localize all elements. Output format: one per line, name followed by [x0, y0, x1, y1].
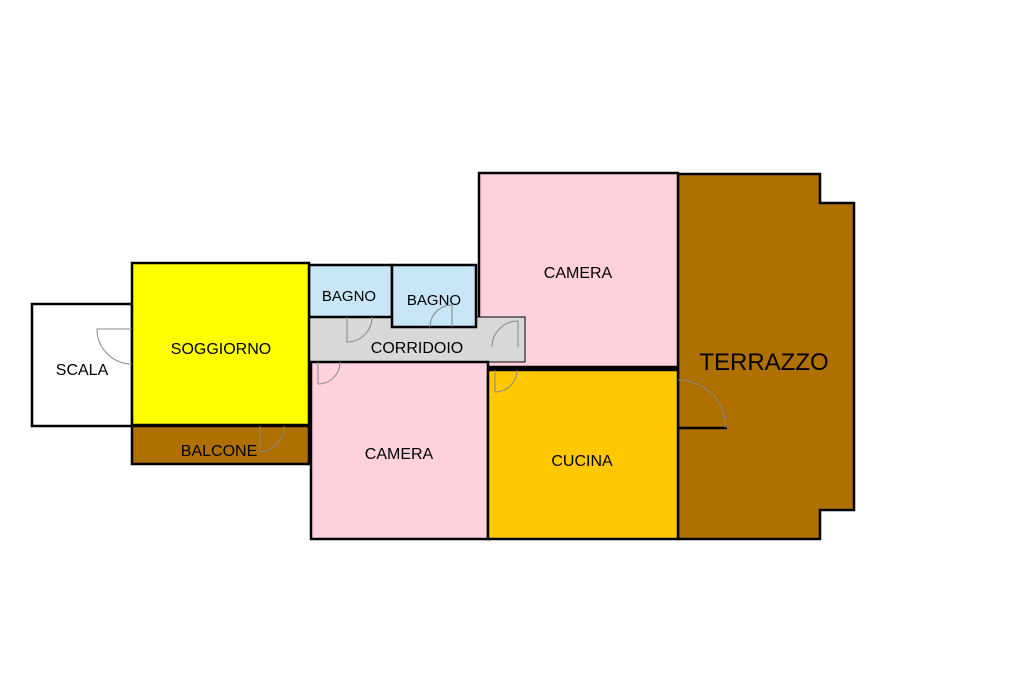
scala-area — [30, 302, 134, 428]
door-arc-camera-bottom — [317, 361, 341, 385]
label-scala: SCALA — [56, 362, 109, 379]
door-arc-bagno1 — [346, 316, 373, 343]
cucina-area — [486, 368, 680, 541]
door-arc-bagno2 — [429, 304, 453, 328]
label-balcone: BALCONE — [181, 443, 257, 460]
balcone-area — [130, 424, 311, 466]
terrazzo-area — [676, 172, 856, 541]
door-arc-terrazzo — [677, 379, 727, 429]
label-terrazzo: TERRAZZO — [699, 349, 828, 376]
bagno-2-area — [390, 263, 478, 329]
label-cucina: CUCINA — [551, 453, 613, 470]
door-arc-balcone — [259, 425, 285, 453]
label-camera-top: CAMERA — [544, 265, 613, 282]
door-swings — [96, 304, 727, 453]
label-bagno-1: BAGNO — [322, 288, 376, 305]
bagno-1-area — [307, 263, 394, 319]
label-bagno-2: BAGNO — [407, 292, 461, 309]
door-arc-corridoio-end — [491, 320, 519, 348]
label-soggiorno: SOGGIORNO — [171, 341, 271, 358]
soggiorno-area — [130, 261, 311, 427]
label-corridoio: CORRIDOIO — [371, 340, 463, 357]
door-arc-scala — [96, 328, 133, 365]
door-arc-cucina — [494, 369, 518, 393]
label-camera-bottom: CAMERA — [365, 446, 434, 463]
